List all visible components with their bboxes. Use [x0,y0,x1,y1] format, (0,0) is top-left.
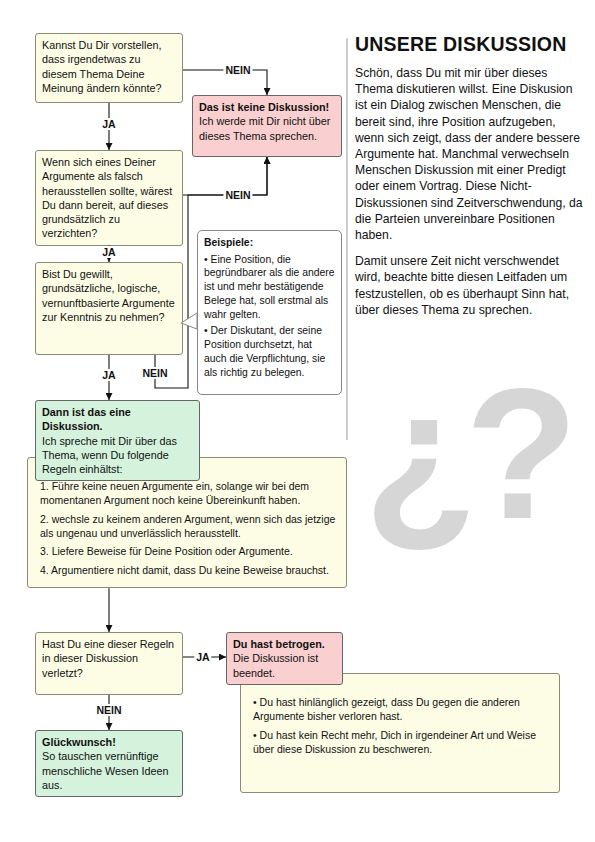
consequence-list: • Du hast hinlänglich gezeigt, dass Du g… [240,673,560,793]
node-text: Du hast betrogen. [233,637,336,651]
note-callout: Beispiele: • Eine Position, die begründba… [197,230,342,395]
result-box: Glückwunsch!So tauschen vernünftige mens… [35,730,183,797]
edge-label: JA [100,369,117,381]
edge-label: JA [100,246,117,258]
node-text: Ich spreche mit Dir über das Thema, wenn… [42,434,193,477]
node-text: 2. wechsle zu keinem anderen Argument, w… [40,513,336,541]
stop-box: Du hast betrogen.Die Diskussion ist been… [226,632,343,685]
callout-pointer [181,313,197,329]
node-text: 4. Argumentiere nicht damit, dass Du kei… [40,564,336,578]
node-text: • Der Diskutant, der seine Position durc… [204,324,335,379]
edge-label: JA [100,118,117,130]
node-text: So tauschen vernünftige menschliche Wese… [42,749,176,792]
decision-box: Bist Du gewillt, grundsätzliche, logisch… [35,262,183,355]
page-title: UNSERE DISKUSSION [355,33,587,56]
node-text: 1. Führe keine neuen Argumente ein, sola… [40,480,336,508]
text-column: UNSERE DISKUSSION Schön, dass Du mit mir … [355,33,587,328]
node-text: Kannst Du Dir vorstellen, dass irgendetw… [42,38,176,95]
node-text: Wenn sich eines Deiner Argumente als fal… [42,155,176,241]
node-text: Das ist keine Diskussion! [199,100,335,114]
connector [108,588,109,632]
intro-paragraph: Damit unsere Zeit nicht verschwendet wir… [355,253,587,318]
node-text: Dann ist das eine Diskussion. [42,405,193,434]
node-text: Ich werde mit Dir nicht über dieses Them… [199,114,335,143]
result-box: Dann ist das eine Diskussion.Ich spreche… [35,400,200,481]
decision-box: Wenn sich eines Deiner Argumente als fal… [35,150,183,246]
node-text: • Eine Position, die begründbarer als di… [204,253,335,322]
node-text: Hast Du eine dieser Regeln in dieser Dis… [42,637,176,680]
stop-box: Das ist keine Diskussion!Ich werde mit D… [192,95,342,157]
edge-label: NEIN [94,704,123,716]
node-text: Die Diskussion ist beendet. [233,651,336,680]
edge-label: JA [194,651,211,663]
node-text: • Du hast hinlänglich gezeigt, dass Du g… [253,696,549,724]
node-text: 3. Liefere Beweise für Deine Position od… [40,545,336,559]
edge-label: NEIN [223,189,252,201]
edge-label: NEIN [223,64,252,76]
column-separator [347,38,348,440]
edge-label: NEIN [140,367,169,379]
intro-paragraph: Schön, dass Du mit mir über dieses Thema… [355,65,587,243]
node-text: Glückwunsch! [42,735,176,749]
node-text: Bist Du gewillt, grundsätzliche, logisch… [42,267,176,324]
decision-box: Kannst Du Dir vorstellen, dass irgendetw… [35,33,183,103]
decision-box: Hast Du eine dieser Regeln in dieser Dis… [35,632,183,695]
node-text: • Du hast kein Recht mehr, Dich in irgen… [253,729,549,757]
watermark-symbol: ¿? [364,362,566,547]
node-text: Beispiele: [204,236,335,250]
